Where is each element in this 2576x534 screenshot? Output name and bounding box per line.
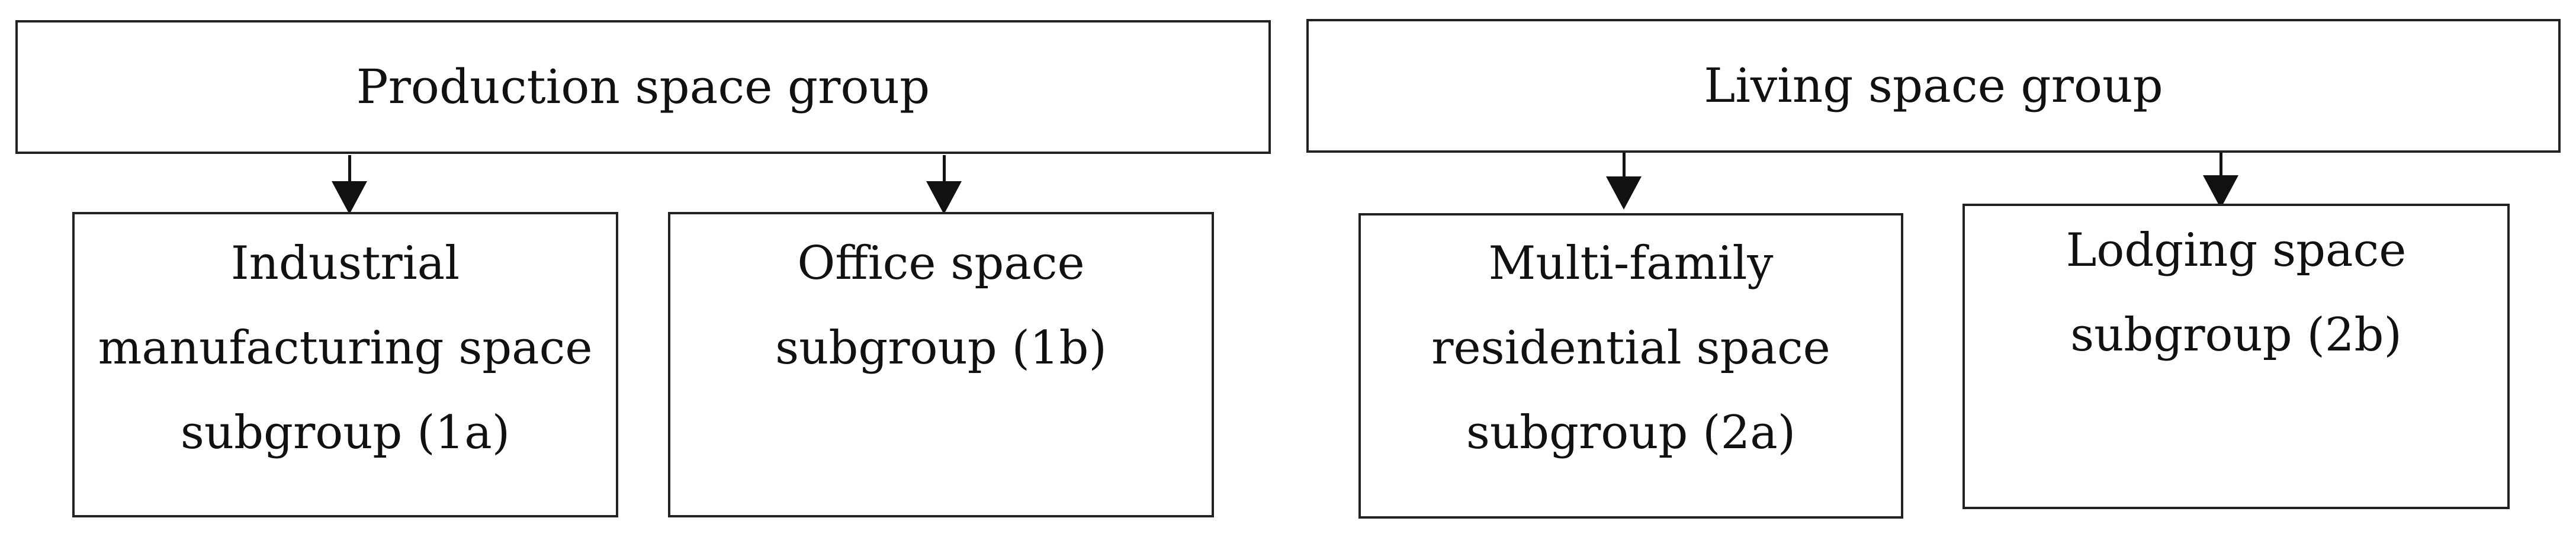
arrow-head	[926, 181, 962, 214]
arrow-shaft	[1623, 153, 1626, 179]
arrow-shaft	[2220, 153, 2222, 178]
production-group-box: Production space group	[15, 20, 1271, 154]
lodging-subgroup-box: Lodging space subgroup (2b)	[1962, 204, 2510, 509]
arrow-shaft	[943, 155, 946, 184]
office-subgroup-label: Office space subgroup (1b)	[775, 237, 1107, 375]
industrial-subgroup-label: Industrial manufacturing space subgroup …	[98, 237, 593, 459]
lodging-subgroup-label: Lodging space subgroup (2b)	[2066, 224, 2407, 362]
multi-family-subgroup-box: Multi-family residential space subgroup …	[1358, 213, 1903, 519]
arrow-to-industrial	[332, 155, 367, 214]
arrow-head	[332, 181, 367, 214]
living-group-box: Living space group	[1306, 19, 2561, 153]
arrow-shaft	[348, 155, 351, 184]
multi-family-subgroup-label: Multi-family residential space subgroup …	[1431, 237, 1830, 459]
arrow-head	[2203, 175, 2238, 208]
living-group-title: Living space group	[1704, 58, 2163, 113]
arrow-to-lodging	[2203, 153, 2238, 208]
production-group-title: Production space group	[356, 59, 930, 114]
arrow-head	[1606, 176, 1642, 210]
arrow-to-multi-family	[1606, 153, 1642, 210]
industrial-subgroup-box: Industrial manufacturing space subgroup …	[72, 212, 618, 517]
office-subgroup-box: Office space subgroup (1b)	[668, 212, 1214, 517]
arrow-to-office	[926, 155, 962, 214]
